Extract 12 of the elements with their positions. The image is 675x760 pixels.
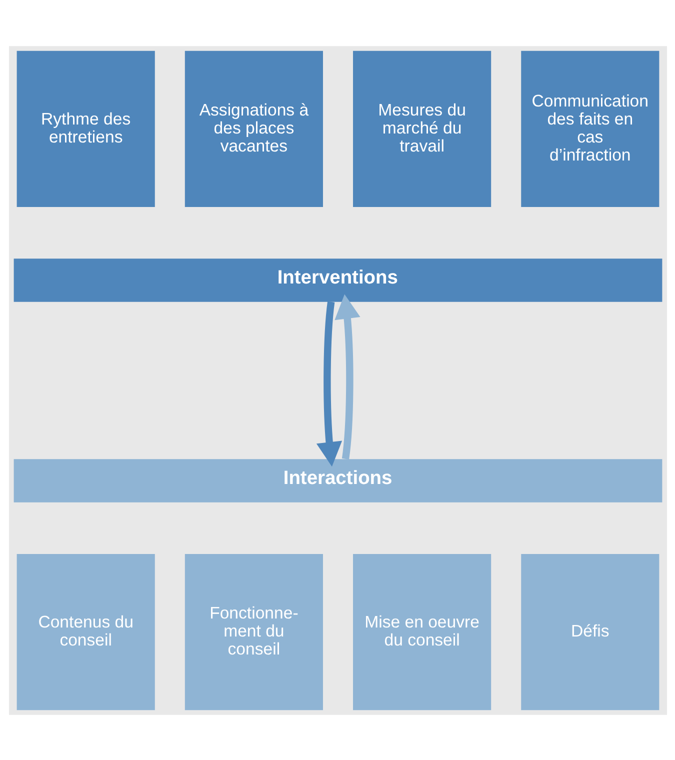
node-box: Contenus du conseil <box>16 554 154 710</box>
node-box: Rythme des entretiens <box>16 50 154 206</box>
node-box: Défis <box>520 554 659 710</box>
arrow <box>334 294 360 459</box>
node-box: Interventions <box>13 258 662 302</box>
node-box: Mise en oeuvre du conseil <box>352 554 491 710</box>
node-box: Mesures du marché du travail <box>352 50 491 206</box>
node-box: Communication des faits en cas d’infraction <box>520 50 659 206</box>
node-box: Interactions <box>13 458 662 502</box>
node-box: Fonctionne- ment du conseil <box>184 554 322 710</box>
arrow <box>316 300 342 466</box>
node-box: Assignations à des places vacantes <box>184 50 322 206</box>
